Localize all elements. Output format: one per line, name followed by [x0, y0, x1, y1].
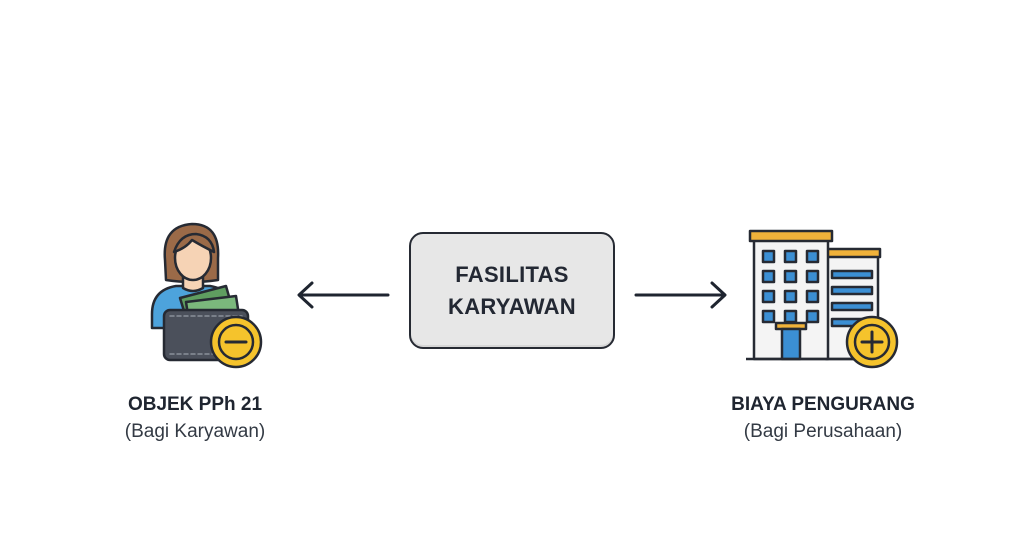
right-caption: BIAYA PENGURANG (Bagi Perusahaan) — [700, 392, 946, 446]
left-caption: OBJEK PPh 21 (Bagi Karyawan) — [95, 392, 295, 446]
facility-box: FASILITAS KARYAWAN — [409, 232, 615, 349]
arrow-left-icon — [297, 281, 390, 309]
right-title: BIAYA PENGURANG — [731, 394, 915, 415]
left-subtitle: (Bagi Karyawan) — [124, 421, 266, 442]
arrow-right-icon — [634, 281, 727, 309]
employee-wallet-icon — [150, 222, 263, 369]
plus-icon — [860, 330, 884, 354]
right-subtitle: (Bagi Perusahaan) — [743, 421, 903, 442]
left-title: OBJEK PPh 21 — [127, 394, 263, 415]
center-title-line1: FASILITAS — [455, 261, 569, 287]
office-building-icon — [746, 229, 899, 369]
center-title-line2: KARYAWAN — [448, 293, 576, 319]
